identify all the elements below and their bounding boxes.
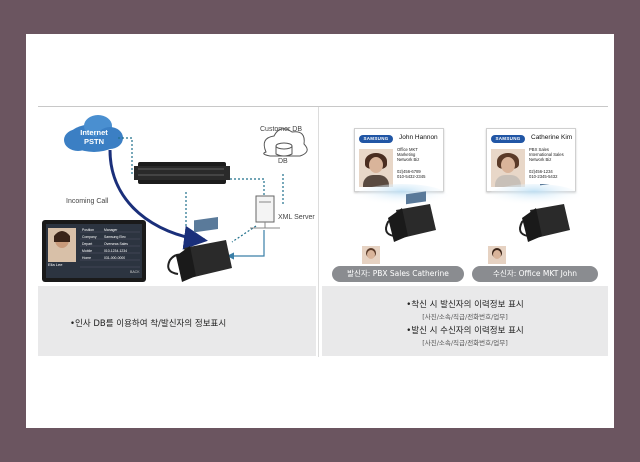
card-line: 010-2345-5432	[529, 174, 558, 179]
right-item-sub: [사진/소속/직급/전화번호/업무]	[422, 339, 508, 347]
photo-john	[359, 149, 393, 187]
caller-thumbnail	[362, 246, 380, 264]
right-item-title: •착신 시 발신자의 이력정보 표시	[406, 300, 524, 310]
xml-server-icon	[250, 195, 280, 229]
internet-cloud-icon	[64, 115, 123, 152]
right-caption-panel: •착신 시 발신자의 이력정보 표시 [사진/소속/직급/전화번호/업무] •발…	[322, 286, 608, 356]
network-diagram	[42, 115, 308, 282]
left-caption-panel: •인사 DB를 이용하여 착/발신자의 정보표시	[38, 286, 316, 356]
cloud-label: Internet PSTN	[80, 128, 108, 146]
right-item-title: •발신 시 수신자의 이력정보 표시	[406, 326, 524, 336]
card-line: 02)456-1234	[529, 169, 553, 174]
phone-icon	[385, 191, 436, 242]
customer-db-label: Customer DB	[260, 126, 303, 133]
card-line: 02)456-6789	[397, 169, 421, 174]
phone-screen-panel	[42, 220, 146, 282]
card-name: John Hannon	[399, 134, 438, 141]
right-phones	[356, 184, 580, 242]
xml-server-label: XML Server	[278, 214, 315, 221]
card-line: Office MKT	[397, 147, 418, 152]
center-divider	[318, 107, 319, 357]
screen-footer: BACK	[130, 270, 140, 274]
screen-contact-name: Ella Lee	[48, 262, 63, 267]
card-line: Network Biz	[397, 157, 420, 162]
callee-pill: 수신자: Office MKT John	[472, 266, 598, 282]
contact-card-catherine: SAMSUNG Catherine Kim PBX Sales Internat…	[486, 128, 576, 192]
incoming-call-label: Incoming Call	[66, 198, 109, 205]
phone-icon	[519, 184, 570, 242]
right-item-sub: [사진/소속/직급/전화번호/업무]	[422, 313, 508, 321]
top-divider	[38, 106, 608, 107]
card-name: Catherine Kim	[531, 134, 573, 141]
left-caption: •인사 DB를 이용하여 착/발신자의 정보표시	[70, 319, 227, 329]
db-label: DB	[278, 158, 288, 165]
pbx-server-icon	[134, 162, 230, 184]
slide: Internet PSTN Customer DB DB XML Server …	[26, 34, 614, 428]
caller-pill: 발신자: PBX Sales Catherine	[332, 266, 464, 282]
card-line: Marketing	[397, 152, 416, 157]
card-line: 010-5432-2345	[397, 174, 426, 179]
card-line: International Sales	[529, 152, 564, 157]
card-line: PBX Sales	[529, 147, 550, 152]
contact-card-john: SAMSUNG John Hannon Office MKT Marketing…	[354, 128, 444, 192]
samsung-logo: SAMSUNG	[491, 135, 525, 143]
database-icon	[263, 128, 308, 157]
incoming-call-arrow	[108, 149, 208, 250]
callee-thumbnail	[488, 246, 506, 264]
card-line: Network Biz	[529, 157, 552, 162]
samsung-logo: SAMSUNG	[359, 135, 393, 143]
ip-phone-icon	[167, 217, 232, 282]
photo-catherine	[491, 149, 525, 187]
